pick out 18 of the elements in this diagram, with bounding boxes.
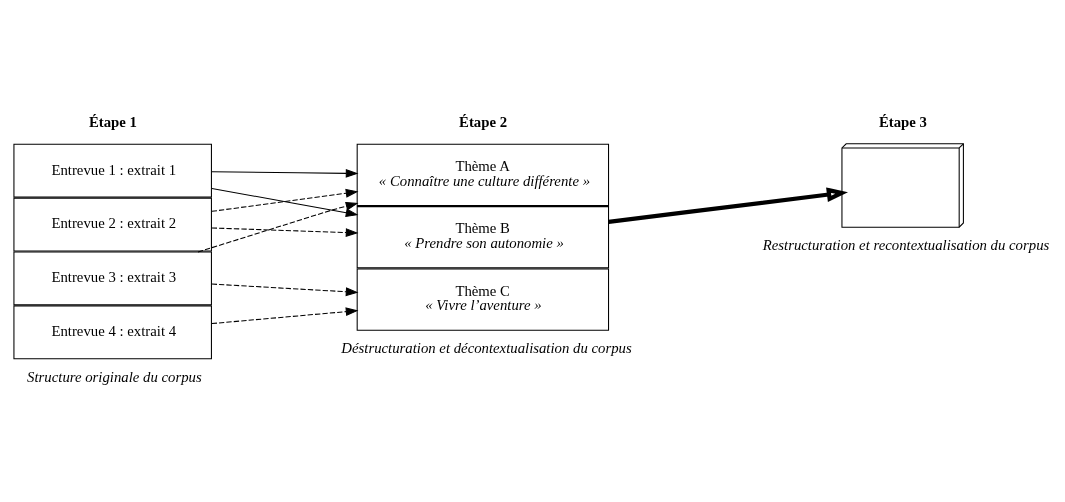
label: Déstructuration et décontextualisation du corpus [341, 339, 632, 356]
node-box: Entrevue 3 : extrait 3 [13, 251, 212, 305]
arrow [211, 226, 359, 237]
node-box: Entrevue 4 : extrait 4 [13, 304, 212, 359]
node-box: Entrevue 2 : extrait 2 [13, 197, 212, 251]
label: Étape 2 [459, 113, 508, 130]
arrow [211, 283, 359, 296]
label: Restructuration et recontextualisation du corpus [762, 236, 1050, 253]
label: Étape 1 [88, 113, 137, 130]
node-box: Thème B « Prendre son autonomie » [356, 205, 610, 268]
label: Structure originale du corpus [27, 368, 202, 385]
arrow [211, 306, 359, 324]
node-box: Entrevue 1 : extrait 1 [13, 143, 212, 198]
arrow [197, 201, 359, 253]
node-box: Thème A « Connaître une culture différente » [356, 143, 610, 206]
arrow [608, 186, 848, 224]
node-box: Thème C « Vivre l’aventure » [356, 267, 610, 331]
arrow [211, 168, 359, 178]
